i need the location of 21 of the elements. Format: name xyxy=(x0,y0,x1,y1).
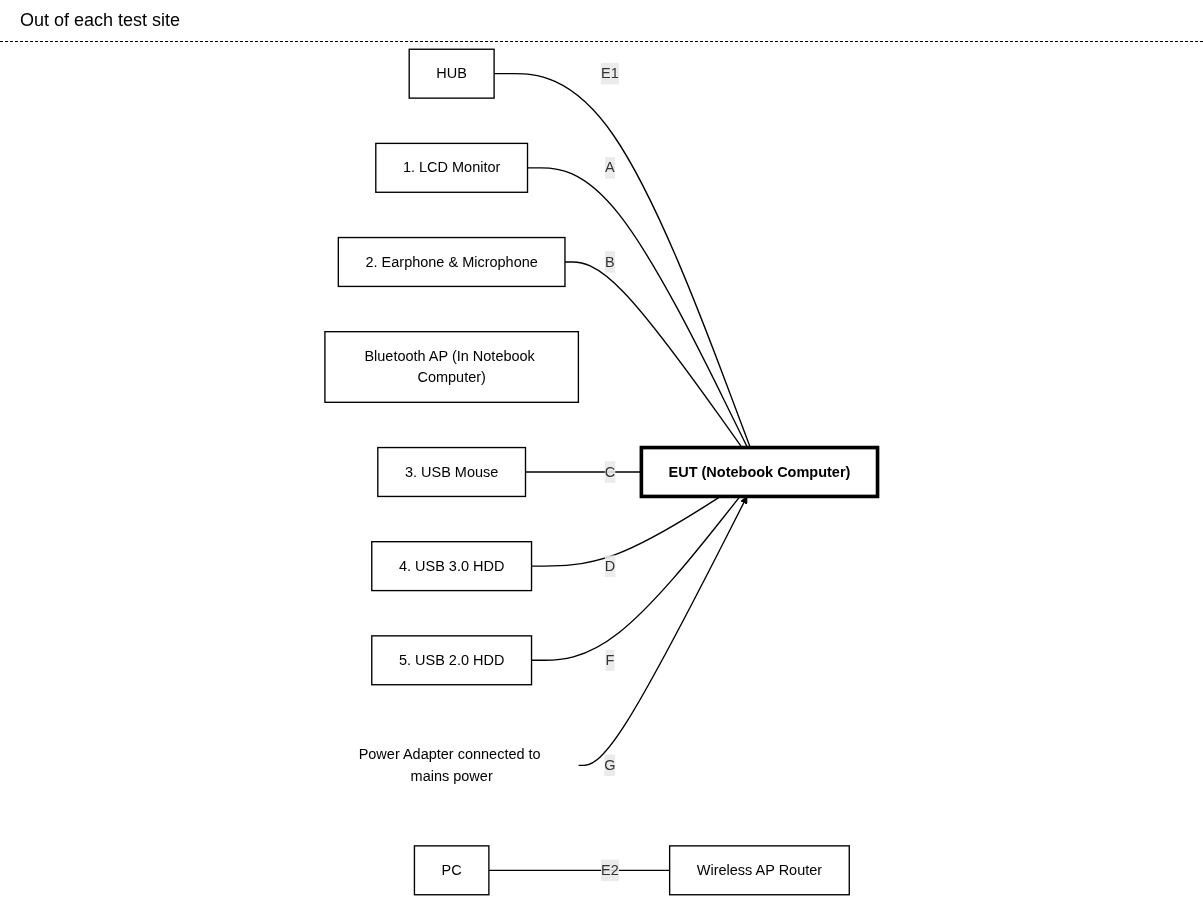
node-box: 1. LCD Monitor xyxy=(375,142,529,193)
node-box: 5. USB 2.0 HDD xyxy=(371,635,533,686)
arrow xyxy=(578,496,748,766)
node-box: HUB xyxy=(408,48,496,99)
edge-label: F xyxy=(605,652,615,668)
node-box: EUT (Notebook Computer) xyxy=(639,445,880,499)
edge-label: E2 xyxy=(601,862,620,878)
edge-label: E1 xyxy=(601,65,620,81)
edge-label: C xyxy=(604,463,616,480)
edge-label: A xyxy=(605,159,615,176)
node-box: PC xyxy=(414,845,490,896)
node-box: 4. USB 3.0 HDD xyxy=(371,541,533,592)
node-text: Power Adapter connected to mains power xyxy=(358,746,541,784)
zone-label: Out of each test site xyxy=(20,10,181,31)
edge-label: G xyxy=(604,757,616,773)
edge-label: B xyxy=(605,253,615,270)
node-box: 3. USB Mouse xyxy=(377,446,527,498)
edge-label: D xyxy=(604,558,616,574)
node-box: 2. Earphone & Microphone xyxy=(337,236,566,288)
node-box: Wireless AP Router xyxy=(669,845,851,896)
node-box: Bluetooth AP (In Notebook Computer) xyxy=(324,331,580,403)
